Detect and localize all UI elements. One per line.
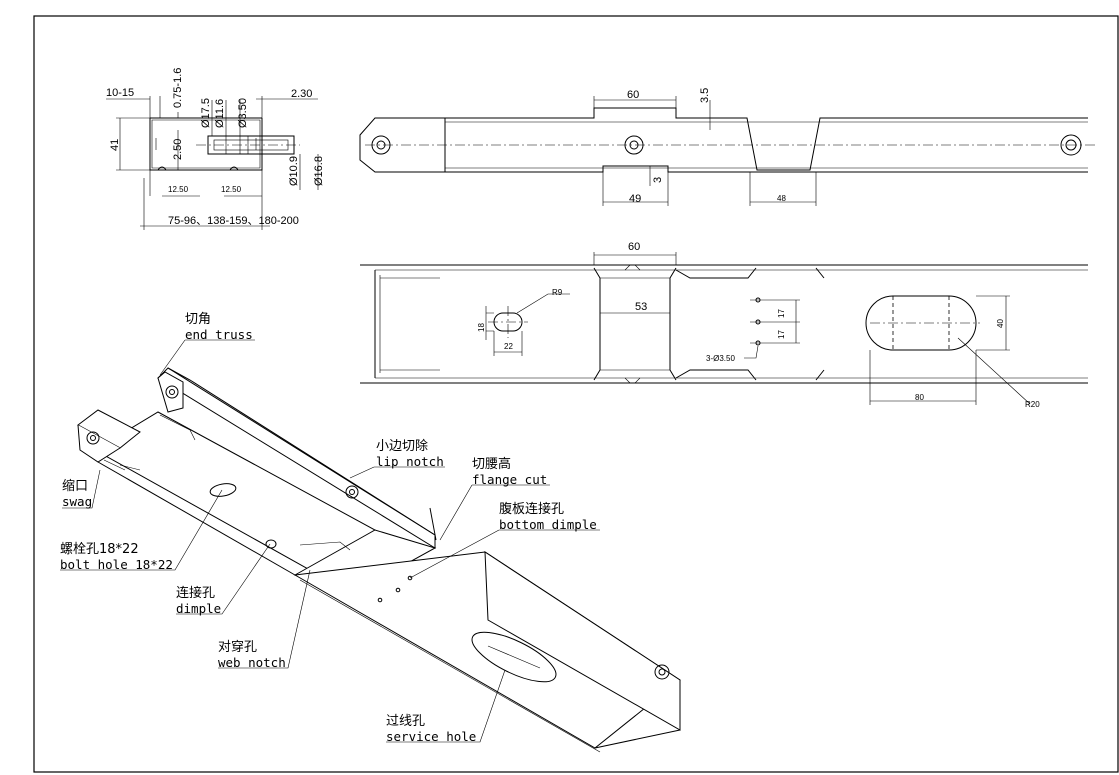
callout-flange-cut-en: flange cut xyxy=(472,472,548,487)
dim-length-options: 75-96、138-159、180-200 xyxy=(168,215,299,227)
callout-lip-notch: 小边切除 lip notch xyxy=(376,435,444,469)
callout-web-notch-zh: 对穿孔 xyxy=(218,640,258,655)
dim-12-50-right: 12.50 xyxy=(221,185,242,194)
bottom-dim-r20: R20 xyxy=(1025,400,1040,409)
callout-web-notch: 对穿孔 web notch xyxy=(218,636,286,670)
dim-2-30: 2.30 xyxy=(291,88,312,100)
bottom-dim-r9: R9 xyxy=(552,288,563,297)
drawing-frame xyxy=(33,15,1119,773)
callout-bolt-hole-en: bolt hole 18*22 xyxy=(60,557,173,572)
callout-end-truss-zh: 切角 xyxy=(185,312,212,327)
dim-phi-3-50: Ø3.50 xyxy=(237,98,249,128)
callout-swag-zh: 缩口 xyxy=(62,479,89,494)
bottom-view: 60 53 R9 18 22 17 17 3-Ø3.50 40 80 R20 xyxy=(360,241,1088,409)
dim-phi-11-6: Ø11.6 xyxy=(214,99,226,128)
bottom-dim-80: 80 xyxy=(915,393,924,402)
dim-2-50: 2.50 xyxy=(172,139,184,160)
callout-bolt-hole: 螺栓孔18*22 bolt hole 18*22 xyxy=(60,538,173,572)
callout-flange-cut-zh: 切腰高 xyxy=(472,457,512,472)
callout-flange-cut: 切腰高 flange cut xyxy=(472,453,547,487)
callout-lip-notch-en: lip notch xyxy=(376,454,444,469)
bottom-dim-18: 18 xyxy=(477,323,486,332)
callout-bottom-dimple: 腹板连接孔 bottom dimple xyxy=(499,498,597,532)
dim-10-15: 10-15 xyxy=(106,87,134,99)
callout-service-hole: 过线孔 service hole xyxy=(386,710,476,744)
dim-075-16: 0.75-1.6 xyxy=(172,68,184,108)
callout-end-truss-en: end truss xyxy=(185,327,253,342)
callout-swag-en: swag xyxy=(62,494,93,509)
callout-bottom-dimple-zh: 腹板连接孔 xyxy=(499,502,565,517)
dim-12-50-left: 12.50 xyxy=(168,185,189,194)
bottom-dim-40: 40 xyxy=(996,319,1005,328)
callout-web-notch-en: web notch xyxy=(218,655,286,670)
callout-end-truss: 切角 end truss xyxy=(185,308,253,342)
callout-bolt-hole-zh: 螺栓孔18*22 xyxy=(60,542,139,557)
top-dim-48: 48 xyxy=(777,194,786,203)
bottom-dim-17-lower: 17 xyxy=(777,330,786,339)
bottom-dim-53: 53 xyxy=(635,301,647,313)
callout-dimple: 连接孔 dimple xyxy=(176,582,221,616)
callout-lip-notch-zh: 小边切除 xyxy=(376,439,429,454)
callout-dimple-zh: 连接孔 xyxy=(176,586,216,601)
callout-swag: 缩口 swag xyxy=(62,475,92,509)
top-dim-60: 60 xyxy=(627,89,639,101)
section-view: 10-15 0.75-1.6 Ø17.5 Ø11.6 Ø3.50 2.30 41… xyxy=(106,68,325,230)
isometric-view xyxy=(77,367,681,753)
callout-leaders xyxy=(60,339,600,743)
callout-bottom-dimple-en: bottom dimple xyxy=(499,517,597,532)
bottom-dim-22: 22 xyxy=(504,342,513,351)
bottom-dim-60: 60 xyxy=(628,241,640,253)
top-dim-3: 3 xyxy=(652,177,664,183)
callout-dimple-en: dimple xyxy=(176,601,222,616)
dim-phi-17-5: Ø17.5 xyxy=(200,98,212,128)
callout-service-hole-zh: 过线孔 xyxy=(386,714,426,729)
dim-phi-10-9: Ø10.9 xyxy=(288,156,300,186)
bottom-dim-17-upper: 17 xyxy=(777,309,786,318)
dim-phi-16-8: Ø16.8 xyxy=(313,156,325,186)
top-view: 60 3.5 3 49 48 xyxy=(359,88,1095,206)
bottom-dim-3-holes: 3-Ø3.50 xyxy=(706,354,735,363)
top-dim-49: 49 xyxy=(629,193,641,205)
callout-service-hole-en: service hole xyxy=(386,729,477,744)
top-dim-3-5: 3.5 xyxy=(699,88,711,103)
dim-41: 41 xyxy=(109,139,121,151)
